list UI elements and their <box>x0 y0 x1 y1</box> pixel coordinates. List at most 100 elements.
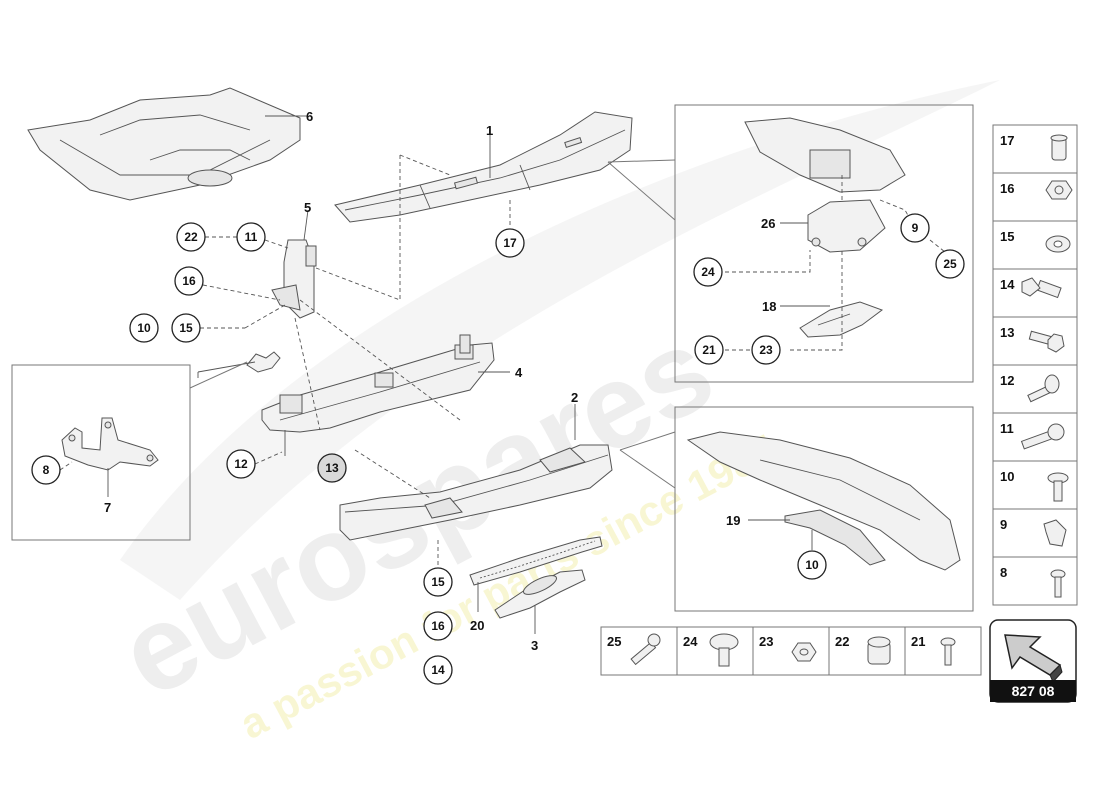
svg-text:9: 9 <box>1000 517 1007 532</box>
svg-text:11: 11 <box>1000 421 1014 436</box>
leader-lines <box>59 115 576 634</box>
label-part-5: 5 <box>304 200 311 215</box>
part-5-bracket[interactable] <box>271 239 317 319</box>
legend-11[interactable]: 11 <box>1000 421 1065 450</box>
svg-text:11: 11 <box>245 230 258 244</box>
legend-10[interactable]: 10 <box>1000 469 1069 502</box>
callout-8[interactable]: 8 <box>31 455 61 485</box>
svg-text:10: 10 <box>137 321 151 335</box>
part-18-cover[interactable] <box>799 301 884 338</box>
callout-25[interactable]: 25 <box>935 249 965 279</box>
sleeve-nut-icon <box>1050 134 1068 161</box>
label-part-7: 7 <box>104 500 111 515</box>
part-labels: 1 2 3 4 5 6 7 18 19 20 26 <box>104 109 776 653</box>
inset-box-part-7 <box>11 361 248 541</box>
legend-13[interactable]: 13 <box>1000 325 1065 353</box>
svg-text:25: 25 <box>943 257 957 271</box>
svg-text:16: 16 <box>1000 181 1014 196</box>
part-1-spoiler-blade[interactable] <box>334 111 633 223</box>
callout-11[interactable]: 11 <box>236 222 266 252</box>
part-20-strip[interactable] <box>469 536 603 586</box>
svg-text:24: 24 <box>683 634 698 649</box>
legend-8[interactable]: 8 <box>1000 565 1066 598</box>
legend-9[interactable]: 9 <box>1000 517 1067 547</box>
legend-24[interactable]: 24 <box>683 633 739 667</box>
part-7-plate[interactable] <box>61 417 159 471</box>
svg-text:10: 10 <box>1000 469 1014 484</box>
svg-text:10: 10 <box>805 558 819 572</box>
diagram-code-bar <box>990 680 1076 702</box>
legend-23[interactable]: 23 <box>759 634 817 662</box>
torx-bolt-icon <box>1027 374 1060 403</box>
small-bolt-icon <box>1050 569 1066 598</box>
label-part-26: 26 <box>761 216 775 231</box>
svg-text:23: 23 <box>759 634 773 649</box>
callout-10-lower[interactable]: 10 <box>797 550 827 580</box>
callout-23[interactable]: 23 <box>751 335 781 365</box>
long-screw-icon <box>630 633 661 666</box>
part-6-underbody-tray[interactable] <box>27 87 301 201</box>
svg-text:17: 17 <box>1000 133 1014 148</box>
callout-12[interactable]: 12 <box>226 449 256 479</box>
diagram-code: 827 08 <box>1012 683 1055 699</box>
label-part-20: 20 <box>470 618 484 633</box>
legend-12[interactable]: 12 <box>1000 373 1060 403</box>
orientation-box: 827 08 <box>989 619 1077 703</box>
callout-14[interactable]: 14 <box>423 655 453 685</box>
part-2-lower-spoiler[interactable] <box>339 444 613 541</box>
label-part-6: 6 <box>306 109 313 124</box>
part-3-badge[interactable] <box>494 569 586 619</box>
hex-nut-small-icon <box>791 642 817 662</box>
callout-16[interactable]: 16 <box>174 266 204 296</box>
svg-text:14: 14 <box>1000 277 1015 292</box>
callout-16-lower[interactable]: 16 <box>423 611 453 641</box>
legend-17[interactable]: 17 <box>1000 133 1068 161</box>
legend-16[interactable]: 16 <box>1000 180 1073 200</box>
label-part-19: 19 <box>726 513 740 528</box>
label-part-4: 4 <box>515 365 523 380</box>
callout-15[interactable]: 15 <box>171 313 201 343</box>
svg-text:24: 24 <box>701 265 715 279</box>
clip-nut-icon <box>1043 519 1067 547</box>
svg-text:15: 15 <box>1000 229 1014 244</box>
svg-text:16: 16 <box>431 619 445 633</box>
svg-text:22: 22 <box>184 230 198 244</box>
short-bolt-icon <box>940 637 956 666</box>
svg-text:21: 21 <box>702 343 716 357</box>
svg-text:9: 9 <box>912 221 919 235</box>
callout-21[interactable]: 21 <box>694 335 724 365</box>
part-4-frame[interactable] <box>261 334 495 456</box>
callout-24[interactable]: 24 <box>693 257 723 287</box>
mount-detail <box>809 149 851 179</box>
callout-15-lower[interactable]: 15 <box>423 567 453 597</box>
callout-22[interactable]: 22 <box>176 222 206 252</box>
label-part-1: 1 <box>486 123 493 138</box>
svg-text:15: 15 <box>179 321 193 335</box>
svg-text:8: 8 <box>43 463 50 477</box>
hex-nut-icon <box>1045 180 1073 200</box>
legend-21[interactable]: 21 <box>911 634 956 666</box>
label-part-18: 18 <box>762 299 776 314</box>
label-part-3: 3 <box>531 638 538 653</box>
callout-9[interactable]: 9 <box>900 213 930 243</box>
svg-text:13: 13 <box>1000 325 1014 340</box>
button-head-bolt-icon <box>1047 472 1069 502</box>
mushroom-bolt-icon <box>709 633 739 667</box>
svg-text:12: 12 <box>234 457 248 471</box>
cap-screw-icon <box>1020 423 1065 450</box>
washer-icon <box>1045 235 1071 253</box>
legend-14[interactable]: 14 <box>1000 277 1062 299</box>
svg-text:17: 17 <box>503 236 517 250</box>
callout-13[interactable]: 13 <box>317 453 347 483</box>
svg-text:14: 14 <box>431 663 445 677</box>
direction-arrow-icon <box>1004 634 1063 683</box>
part-19-trim[interactable] <box>784 509 886 566</box>
callout-17[interactable]: 17 <box>495 228 525 258</box>
callout-10[interactable]: 10 <box>129 313 159 343</box>
legend-25[interactable]: 25 <box>607 633 661 666</box>
legend-15[interactable]: 15 <box>1000 229 1071 253</box>
spacer-sleeve-icon <box>867 636 891 665</box>
legend-22[interactable]: 22 <box>835 634 891 665</box>
hex-bolt-icon <box>1028 330 1065 353</box>
